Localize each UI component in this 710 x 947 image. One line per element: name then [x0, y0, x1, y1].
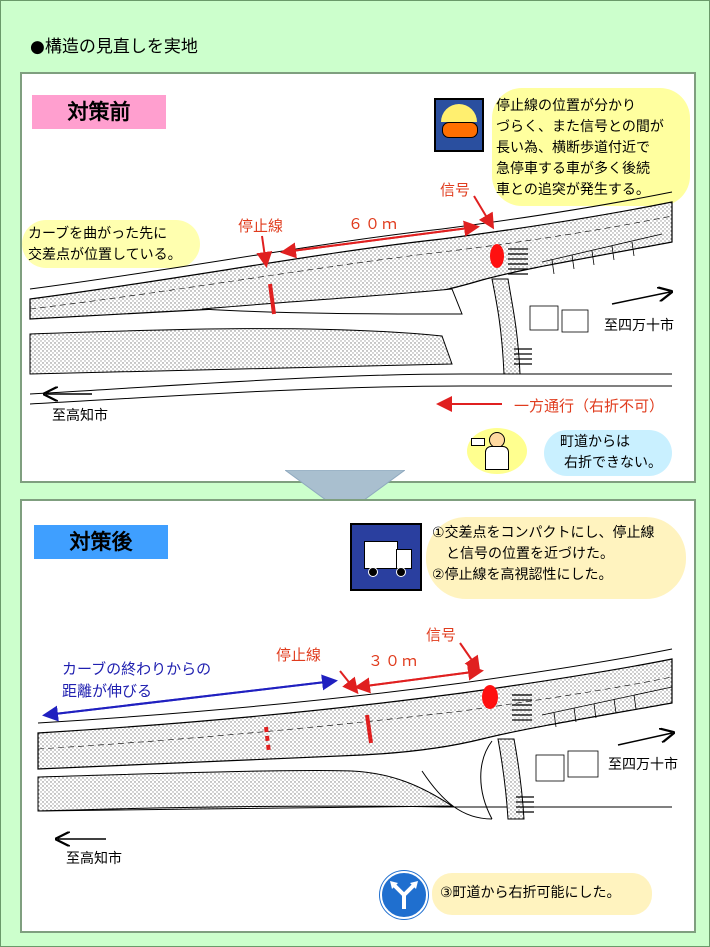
- curve-line-2: 交差点が位置している。: [28, 247, 182, 263]
- town-road-line-1: 町道からは: [560, 434, 630, 450]
- after-panel: 対策後 ①交差点をコンパクトにし、停止線 と信号の位置を近づけた。 ②停止線を高…: [20, 499, 696, 933]
- problem-line-4: 急停車する車が多く後続: [496, 161, 650, 177]
- to-shimanto-before: 至四万十市: [604, 318, 674, 334]
- old-stop-line-mark: [264, 726, 271, 754]
- to-kochi-after: 至高知市: [66, 851, 122, 867]
- traffic-signal-icon: [434, 98, 484, 152]
- truck-icon: [350, 523, 422, 591]
- signal-mark-before: [490, 244, 504, 268]
- to-shimanto-after: 至四万十市: [608, 757, 678, 773]
- town-road-line-2: 右折できない。: [564, 455, 662, 471]
- after-title: 対策後: [34, 525, 168, 559]
- measures-bubble: [426, 517, 686, 599]
- problem-line-2: づらく、また信号との間が: [496, 119, 664, 135]
- problem-line-5: 車との追突が発生する。: [496, 182, 650, 198]
- problem-line-3: 長い為、横断歩道付近で: [496, 140, 650, 156]
- problem-bubble: [492, 88, 690, 206]
- measure-line-1: ①交差点をコンパクトにし、停止線: [432, 525, 655, 541]
- before-title: 対策前: [32, 95, 166, 129]
- distance-label-after: ３０ｍ: [368, 652, 420, 670]
- right-turn-label: ③町道から右折可能にした。: [440, 885, 621, 901]
- town-road-bubble: [544, 430, 672, 476]
- curve-line-1-after: カーブの終わりからの: [62, 660, 212, 678]
- measure-line-3: ②停止線を高視認性にした。: [432, 567, 613, 583]
- distance-label-before: ６０ｍ: [348, 215, 400, 233]
- one-way-label: 一方通行（右折不可）: [514, 397, 665, 415]
- problem-line-1: 停止線の位置が分かり: [496, 98, 636, 114]
- stop-line-mark-after: [365, 714, 373, 744]
- signal-label-before: 信号: [440, 181, 471, 199]
- road-diagram-before: [29, 191, 694, 412]
- page-heading: ●構造の見直しを実地: [30, 37, 198, 57]
- right-turn-bubble: [432, 873, 652, 915]
- stop-line-label-before: 停止線: [238, 217, 284, 235]
- lost-person-icon: [467, 428, 527, 474]
- road-diagram-after: [37, 642, 694, 931]
- curve-line-2-after: 距離が伸びる: [62, 682, 153, 700]
- signal-mark-after: [482, 685, 498, 709]
- stop-line-label-after: 停止線: [276, 646, 322, 664]
- transition-arrow: [285, 470, 405, 515]
- curve-line-1: カーブを曲がった先に: [28, 226, 168, 242]
- signal-label-after: 信号: [426, 626, 457, 644]
- curve-bubble: [22, 220, 200, 268]
- stop-line-mark-before: [268, 283, 276, 315]
- before-panel: 対策前 停止線の位置が分かり づらく、また信号との間が 長い為、横断歩道付近で …: [20, 72, 696, 483]
- measure-line-2: と信号の位置を近づけた。: [446, 546, 614, 562]
- right-turn-sign-icon: [380, 871, 428, 919]
- to-kochi-before: 至高知市: [52, 408, 108, 424]
